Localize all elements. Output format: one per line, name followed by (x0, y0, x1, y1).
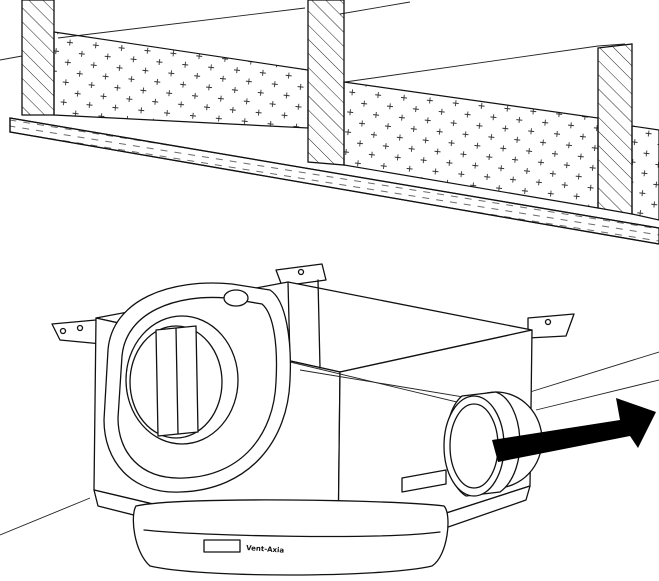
ceiling-joist (307, 0, 345, 166)
fascia-panel-curve (143, 529, 441, 538)
insulation-bay (53, 31, 309, 129)
room-lines (0, 351, 659, 536)
wall-line (535, 379, 659, 411)
bracket-screw-hole (76, 324, 84, 332)
ceiling-joist (597, 43, 633, 215)
spigot-knob (223, 289, 249, 307)
back-edge-line (339, 1, 411, 15)
bracket-screw-hole (59, 327, 67, 335)
spigot-ring-left-inner (129, 325, 223, 439)
fascia-panel (132, 499, 449, 576)
ceiling-structure (0, 0, 659, 245)
housing-seam (317, 279, 321, 369)
slab-bottom-edge (9, 131, 659, 245)
brand-logo-label: Vent-Axia (246, 544, 285, 555)
indicator-window (203, 539, 241, 553)
back-edge-line (597, 43, 626, 47)
insulation-bay (631, 125, 659, 221)
slab-top-edge (9, 117, 659, 229)
rating-label (401, 469, 447, 493)
airflow-arrow-icon (492, 398, 656, 462)
back-edge-line (344, 45, 599, 83)
fan-unit: Vent-Axia (51, 263, 575, 576)
mounting-bracket-right (527, 313, 575, 339)
ceiling-joist (21, 0, 55, 116)
back-edge-line (57, 7, 306, 39)
back-edge-line (0, 55, 23, 61)
spigot-plate-inner (117, 296, 278, 479)
bracket-screw-hole (297, 268, 305, 276)
mounting-bracket-left (51, 319, 103, 345)
bracket-screw-hole (544, 318, 552, 326)
wall-line (529, 351, 659, 393)
damper-axis (175, 327, 179, 435)
floor-line (0, 497, 91, 536)
